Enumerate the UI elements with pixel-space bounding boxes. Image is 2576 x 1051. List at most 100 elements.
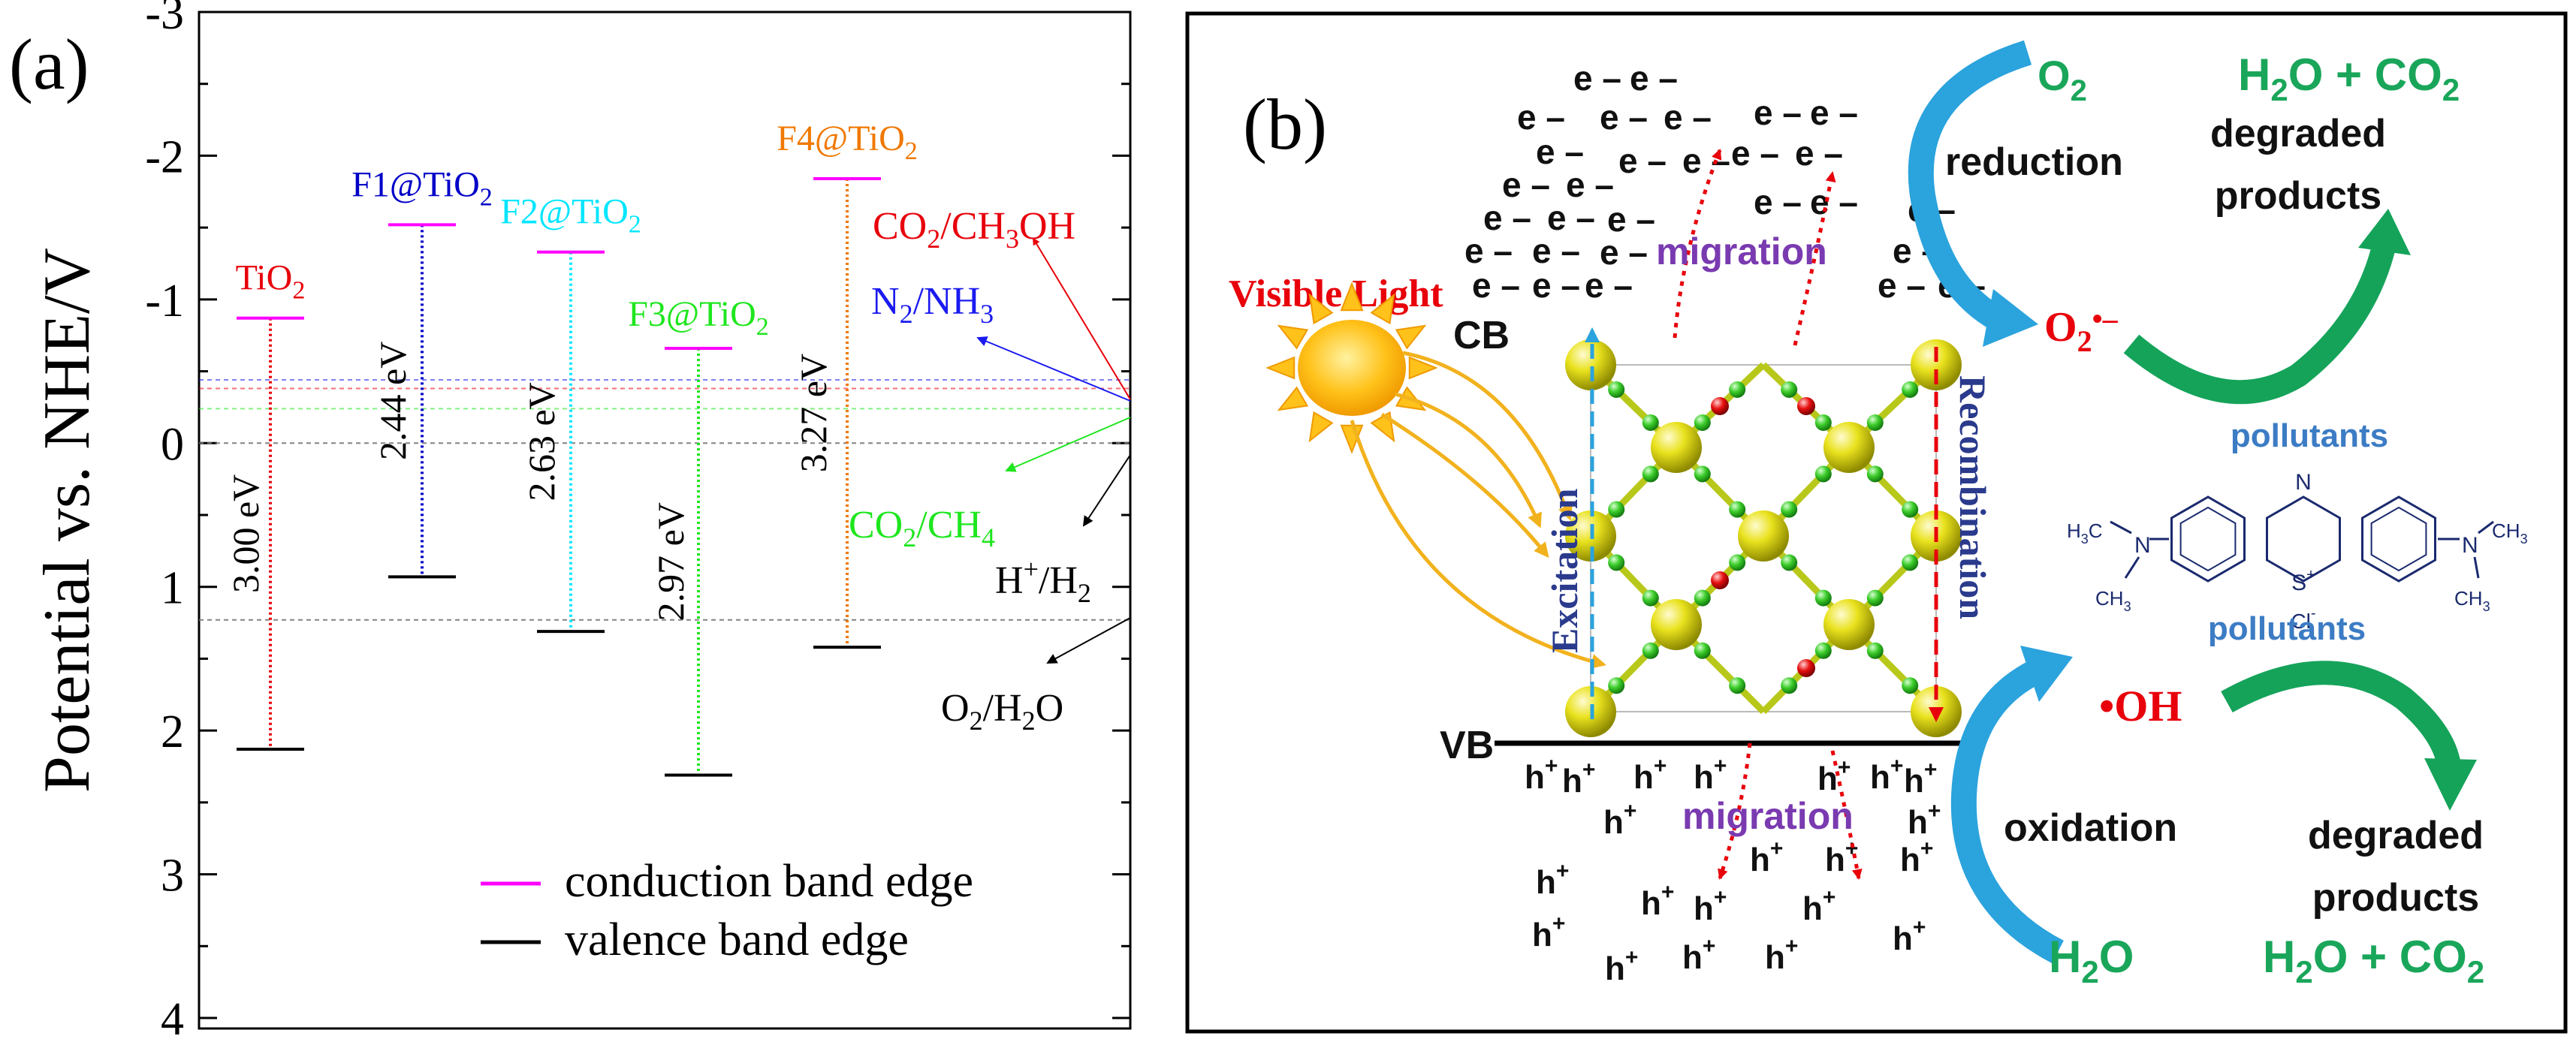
- y-tick-label: 2: [161, 706, 184, 757]
- electron: e –: [1600, 233, 1648, 272]
- electron: e –: [1731, 134, 1779, 173]
- degraded-label-bottom: degraded: [2308, 814, 2484, 857]
- visible-light-label: Visible Light: [1229, 273, 1443, 315]
- y-tick-label: 4: [161, 994, 184, 1045]
- light-arrow-3: [1380, 412, 1549, 559]
- band-gap-label: 2.44 eV: [372, 342, 414, 460]
- oxidation-arc: [1950, 660, 2065, 964]
- lattice-atom-small: [1781, 381, 1798, 398]
- electron: e –: [1754, 93, 1802, 132]
- lattice-atom-large: [1911, 339, 1962, 390]
- reduction-arc-head: [1983, 289, 2038, 347]
- lattice-atom-small: [1694, 414, 1711, 431]
- methylene-blue-molecule: N S+ Cl- H3C N CH3 N CH3 CH3: [2067, 470, 2528, 633]
- lattice-atom-small: [1902, 554, 1919, 571]
- molecule-n-top: N: [2295, 470, 2312, 495]
- electron: e –: [1878, 266, 1926, 305]
- hole: h+: [1817, 755, 1851, 797]
- ref-label-o2-h2o: O2/H2O: [941, 687, 1063, 736]
- h2o-label: H2O: [2049, 932, 2134, 989]
- lattice-atom-small: [1866, 642, 1884, 659]
- material-label: F1@TiO2: [351, 164, 493, 211]
- electron-cloud: e –e –e –e –e –e –e –e –e –e –e –e –e –e…: [1464, 59, 1986, 305]
- lattice-atom-dopant: [1711, 397, 1729, 415]
- molecule-left-n: N: [2134, 533, 2151, 558]
- hole: h+: [1694, 885, 1727, 927]
- y-tick-label: 1: [161, 563, 184, 614]
- lattice-atom-dopant: [1797, 659, 1815, 677]
- y-tick-label: -1: [145, 276, 184, 327]
- hole: h+: [1603, 799, 1636, 841]
- hole: h+: [1694, 754, 1727, 796]
- molecule-left-ch3-bottom: CH3: [2095, 587, 2131, 614]
- ref-label-n2-nh3: N2/NH3: [871, 280, 994, 329]
- lattice-atom-large: [1823, 422, 1875, 473]
- lattice-atom-small: [1902, 381, 1919, 398]
- oxidation-arc-head: [2020, 646, 2073, 702]
- lattice-atom-small: [1694, 465, 1711, 483]
- lattice-atom-small: [1729, 554, 1746, 571]
- degradation-arc-top: [2123, 241, 2397, 405]
- lattice-atom-small: [1902, 501, 1919, 518]
- recombination-label: Recombination: [1952, 375, 1994, 619]
- panel-b: (b) e –e –e –e –e –e –e –e –e –e –e –e –…: [1185, 11, 2568, 1034]
- hole: h+: [1633, 754, 1667, 796]
- electron: e –: [1810, 93, 1858, 132]
- hole: h+: [1562, 757, 1595, 800]
- electron: e –: [1754, 182, 1802, 221]
- hole: h+: [1532, 911, 1565, 953]
- lattice-atom-small: [1814, 642, 1832, 659]
- molecule-s: S+: [2291, 567, 2315, 595]
- superoxide-label: O2•–: [2044, 302, 2119, 358]
- band-gap-label: 3.00 eV: [225, 474, 267, 593]
- legend-label-cb: conduction band edge: [565, 856, 973, 907]
- electron: e –: [1630, 59, 1678, 98]
- electron: e –: [1502, 165, 1550, 204]
- lattice-atom-large: [1565, 339, 1616, 390]
- lattice-atom-small: [1729, 501, 1746, 518]
- hole: h+: [1825, 836, 1858, 878]
- light-arrow-1: [1402, 351, 1573, 521]
- lattice-atom-large: [1738, 510, 1789, 562]
- reduction-arc: [1908, 40, 2032, 330]
- hole: h+: [1900, 836, 1933, 878]
- pollutants-label-bottom: pollutants: [2208, 610, 2366, 647]
- degraded-label-top: degraded: [2210, 112, 2386, 155]
- lattice-atom-dopant: [1797, 397, 1815, 415]
- lattice-atom-small: [1608, 554, 1625, 571]
- electron: e –: [1464, 231, 1513, 270]
- molecule-cl: Cl-: [2291, 605, 2315, 633]
- lattice-atom-dopant: [1711, 571, 1729, 589]
- material-label: F2@TiO2: [500, 192, 641, 239]
- arrow-co2-ch4: [1005, 417, 1131, 472]
- lattice-atom-large: [1651, 599, 1702, 650]
- lattice-atom-small: [1814, 465, 1832, 483]
- arrow-n2-nh3: [976, 336, 1131, 402]
- ref-label-co2-ch4: CO2/CH4: [849, 504, 995, 553]
- lattice-atom-small: [1814, 589, 1832, 607]
- products-top-formula: H2O + CO2: [2238, 50, 2460, 107]
- hole: h+: [1682, 934, 1715, 976]
- material-label: TiO2: [236, 258, 306, 305]
- lattice-atom-small: [1642, 642, 1659, 659]
- molecule-right-ch3-bottom: CH3: [2454, 587, 2490, 614]
- products-label-bottom: products: [2312, 876, 2479, 920]
- plot-frame: [198, 11, 1132, 1030]
- ref-label-h-h2: H+/H2: [995, 554, 1091, 608]
- electron: e –: [1517, 98, 1565, 137]
- lattice-atom-small: [1814, 414, 1832, 431]
- light-arrow-2: [1395, 392, 1542, 529]
- lattice-atom-small: [1781, 554, 1798, 571]
- oxidation-label: oxidation: [2004, 806, 2177, 850]
- lattice-atom-small: [1781, 501, 1798, 518]
- lattice-atom-small: [1866, 465, 1884, 483]
- hydroxyl-label: •OH: [2099, 682, 2182, 730]
- degradation-arc-bottom-head: [2424, 758, 2477, 811]
- lattice-atom-large: [1823, 599, 1875, 650]
- y-tick-label: -2: [145, 131, 184, 182]
- hole: h+: [1908, 799, 1941, 841]
- material-label: F4@TiO2: [777, 119, 918, 165]
- electron: e –: [1532, 266, 1580, 305]
